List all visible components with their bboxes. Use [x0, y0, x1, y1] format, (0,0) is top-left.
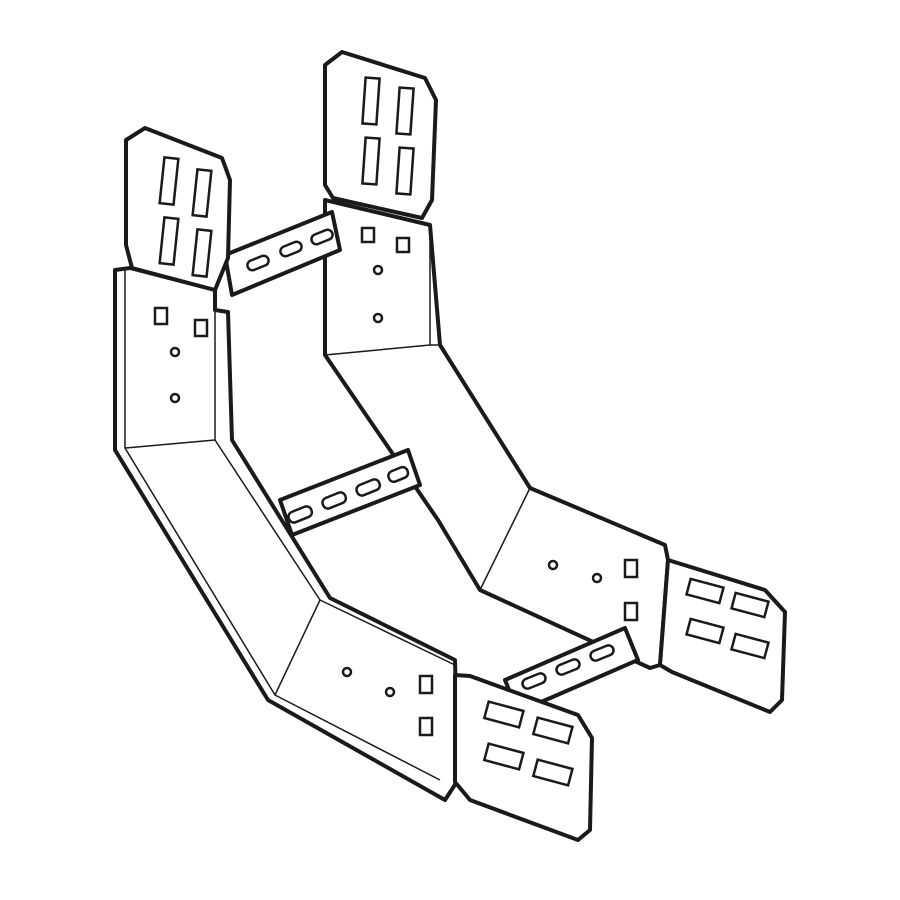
- back-top-connector-plate: [323, 50, 438, 220]
- back-side-rail: [323, 198, 670, 670]
- front-top-connector-plate: [124, 126, 232, 292]
- rung-middle: [278, 448, 422, 537]
- front-end-connector-plate: [453, 673, 594, 842]
- rung-top: [223, 210, 342, 297]
- back-end-connector-plate: [658, 558, 787, 714]
